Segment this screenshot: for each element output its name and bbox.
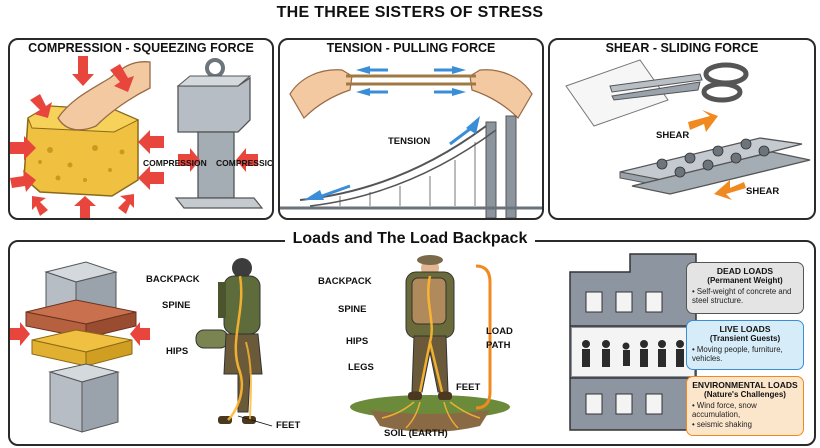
shear-illustration	[565, 59, 811, 200]
load-path-label-1: LOAD	[486, 326, 513, 337]
column-base	[174, 197, 264, 209]
hiker1-spine-label: SPINE	[162, 300, 191, 311]
hiker2-hips-label: HIPS	[346, 336, 369, 347]
compression-arrows	[10, 56, 164, 218]
hiker1-hips-label: HIPS	[166, 346, 189, 357]
hiker2-spine-label: SPINE	[338, 304, 367, 315]
load-path-label-2: PATH	[486, 340, 511, 351]
dead-loads-subtitle: (Permanent Weight)	[707, 276, 783, 285]
column-shaft	[197, 131, 235, 199]
shear-title: SHEAR - SLIDING FORCE	[599, 41, 765, 55]
hiker1-backpack-label: BACKPACK	[146, 274, 200, 285]
tension-illustration	[280, 66, 542, 218]
environmental-loads-title: ENVIRONMENTAL LOADS	[692, 380, 798, 390]
loads-title: Loads and The Load Backpack	[284, 230, 536, 247]
shear-top-label: SHEAR	[656, 130, 690, 141]
sponge-pores	[38, 145, 125, 182]
tension-title: TENSION - PULLING FORCE	[320, 41, 502, 55]
right-hand	[469, 69, 533, 119]
hiker1-feet-label: FEET	[276, 420, 301, 431]
hiker-back	[195, 258, 273, 427]
shear-panel: SHEAR - SLIDING FORCE SHEAR SHEAR	[548, 38, 816, 220]
left-hand	[289, 69, 353, 119]
stacked-column	[10, 261, 150, 433]
hiker2-backpack-label: BACKPACK	[318, 276, 372, 287]
hiker2-feet-label: FEET	[456, 382, 481, 393]
environmental-loads-card: ENVIRONMENTAL LOADS (Nature's Challenges…	[686, 376, 804, 436]
tension-panel: TENSION - PULLING FORCE TENSION	[278, 38, 544, 220]
compression-illustration	[10, 56, 264, 218]
bolts	[656, 138, 770, 178]
bottom-plate	[631, 151, 811, 195]
lifting-ring	[205, 58, 225, 78]
main-title: THE THREE SISTERS OF STRESS	[276, 4, 544, 21]
environmental-loads-desc-1: • Wind force, snow accumulation,	[692, 401, 757, 419]
hiker2-legs-label: LEGS	[348, 362, 374, 373]
bedroll	[195, 329, 229, 349]
live-loads-subtitle: (Transient Guests)	[709, 334, 781, 343]
compression-title: COMPRESSION - SQUEEZING FORCE	[22, 41, 260, 55]
paper-sheet	[565, 59, 669, 127]
environmental-loads-desc-2: • seismic shaking	[692, 420, 752, 429]
soil	[370, 410, 490, 432]
dead-loads-desc: • Self-weight of concrete and steel stru…	[692, 287, 792, 305]
loads-illustration	[10, 253, 697, 433]
suspension-bridge	[280, 115, 542, 218]
building	[569, 253, 697, 431]
soil-label: SOIL (EARTH)	[384, 428, 448, 439]
hiker-front	[350, 255, 510, 432]
live-loads-title: LIVE LOADS	[719, 324, 771, 334]
live-loads-desc: • Moving people, furniture, vehicles.	[692, 345, 783, 363]
environmental-loads-subtitle: (Nature's Challenges)	[704, 390, 786, 399]
people-icons	[582, 340, 684, 367]
dead-loads-card: DEAD LOADS (Permanent Weight) • Self-wei…	[686, 262, 804, 314]
loads-panel: BACKPACK SPINE HIPS FEET BACKPACK SPINE …	[8, 240, 816, 446]
tension-label: TENSION	[388, 136, 431, 147]
compression-left-label: COMPRESSION	[143, 158, 207, 168]
scissors	[609, 62, 749, 103]
live-loads-card: LIVE LOADS (Transient Guests) • Moving p…	[686, 320, 804, 370]
compression-right-label: COMPRESSION	[216, 158, 274, 168]
load-path-bracket	[475, 264, 492, 410]
dead-loads-title: DEAD LOADS	[716, 266, 774, 276]
compression-panel: COMPRESSION - SQUEEZING FORCE COMPRESSIO…	[8, 38, 274, 220]
shear-bottom-label: SHEAR	[746, 186, 780, 197]
